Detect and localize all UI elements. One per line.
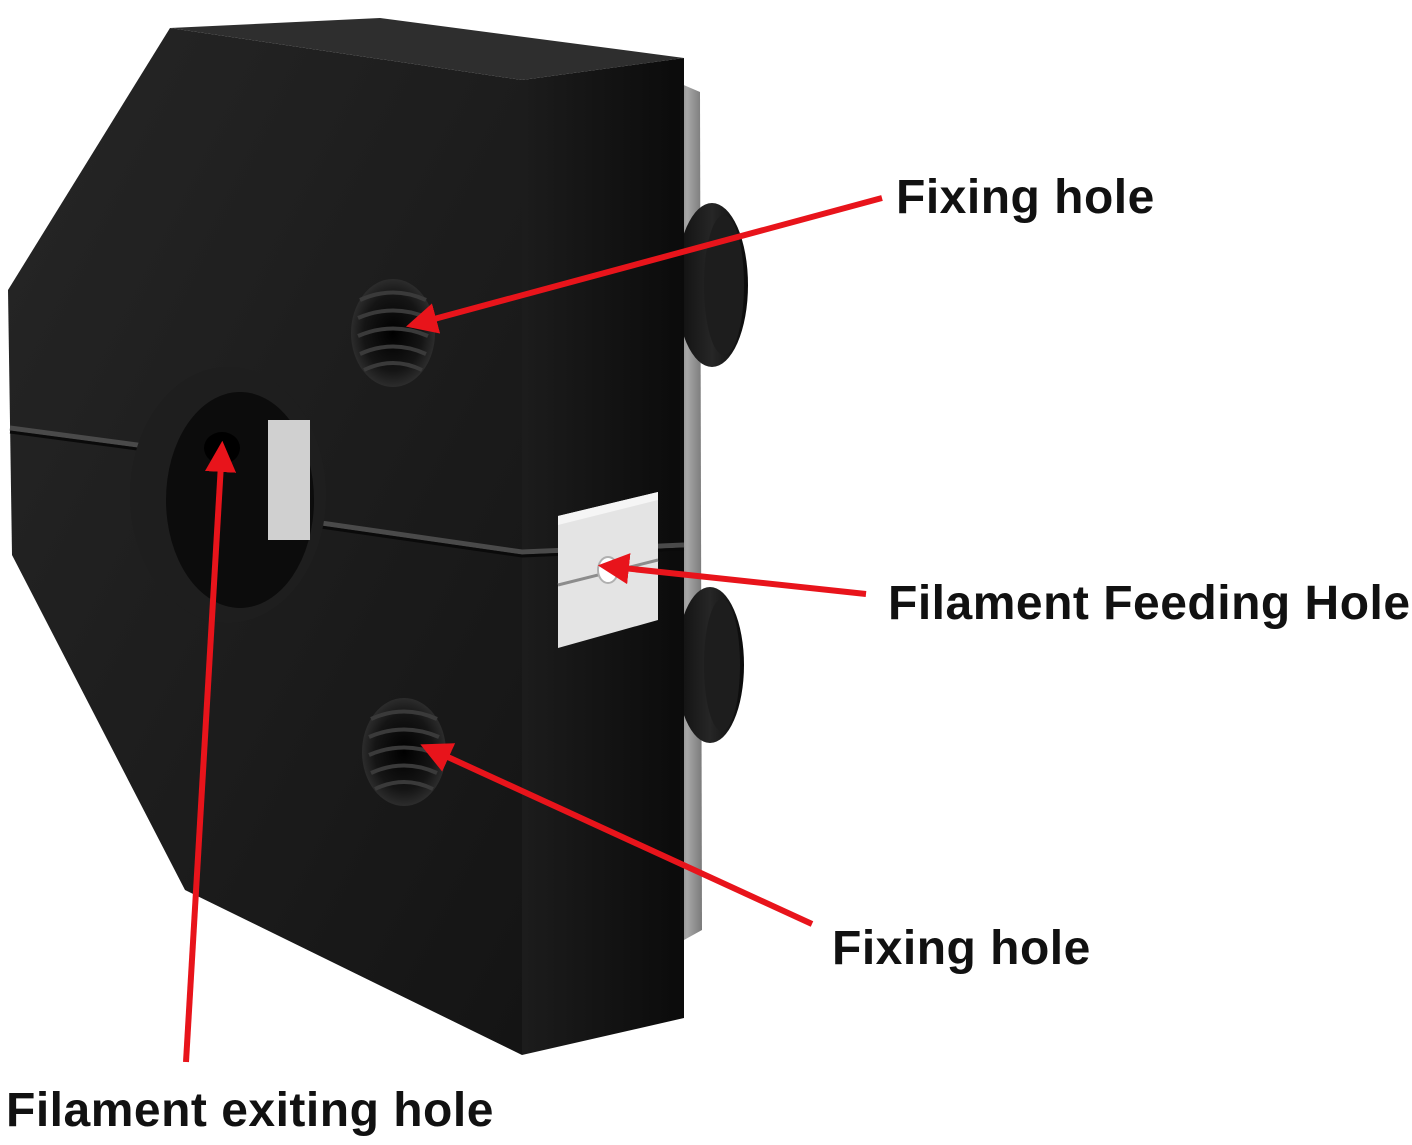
label-fixing-hole-bottom: Fixing hole xyxy=(832,922,1091,975)
filament-exiting-bore xyxy=(130,367,326,623)
arrow-fixing-hole-top xyxy=(405,195,883,334)
block-top-edge xyxy=(170,18,684,80)
rear-thumb-screw-top xyxy=(676,203,748,367)
label-filament-exiting-hole: Filament exiting hole xyxy=(6,1084,494,1137)
label-filament-feeding-hole: Filament Feeding Hole xyxy=(888,577,1411,630)
label-fixing-hole-top: Fixing hole xyxy=(896,171,1155,224)
arrow-filament-feeding-hole xyxy=(597,553,867,597)
fixing-hole-bottom xyxy=(362,698,446,806)
arrow-fixing-hole-bottom xyxy=(420,743,814,927)
rear-thumb-screw-bottom xyxy=(676,587,744,743)
fixing-hole-top xyxy=(351,279,435,387)
arrow-filament-exiting-hole xyxy=(183,440,237,1063)
